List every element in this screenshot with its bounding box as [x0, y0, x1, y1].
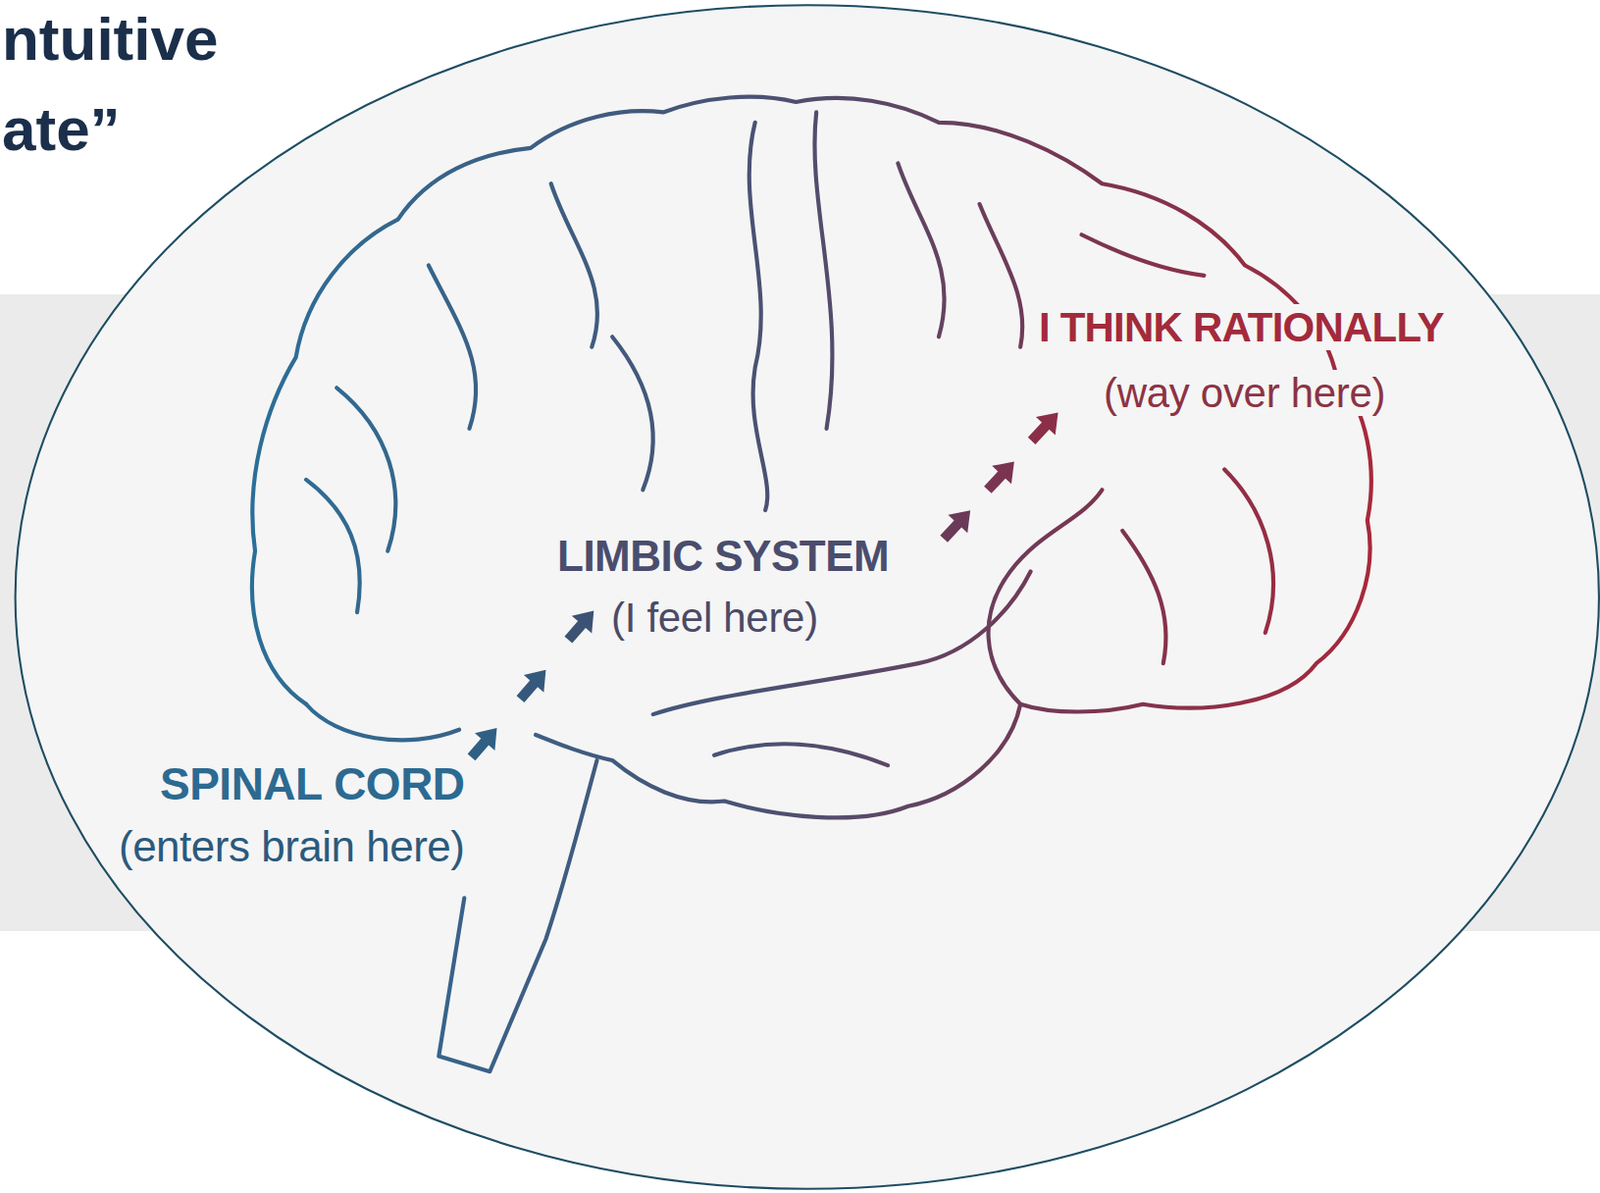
frame-ellipse — [15, 4, 1600, 1189]
arrow — [933, 501, 981, 548]
region-label: (I feel here) — [608, 594, 822, 641]
region-label: I THINK RATIONALLY — [1035, 304, 1447, 351]
region-label: (way over here) — [1100, 369, 1389, 416]
arrow — [978, 452, 1025, 499]
region-label: SPINAL CORD — [156, 759, 468, 811]
brain-outline — [252, 97, 1372, 1073]
arrow — [558, 602, 604, 650]
arrow — [461, 719, 507, 767]
slide-title: ntuitive ate” — [1, 0, 316, 175]
arrow — [510, 661, 556, 709]
region-label: (enters brain here) — [115, 822, 467, 871]
arrow — [1022, 403, 1069, 450]
region-label: LIMBIC SYSTEM — [554, 531, 892, 580]
flow-arrows — [461, 403, 1068, 766]
